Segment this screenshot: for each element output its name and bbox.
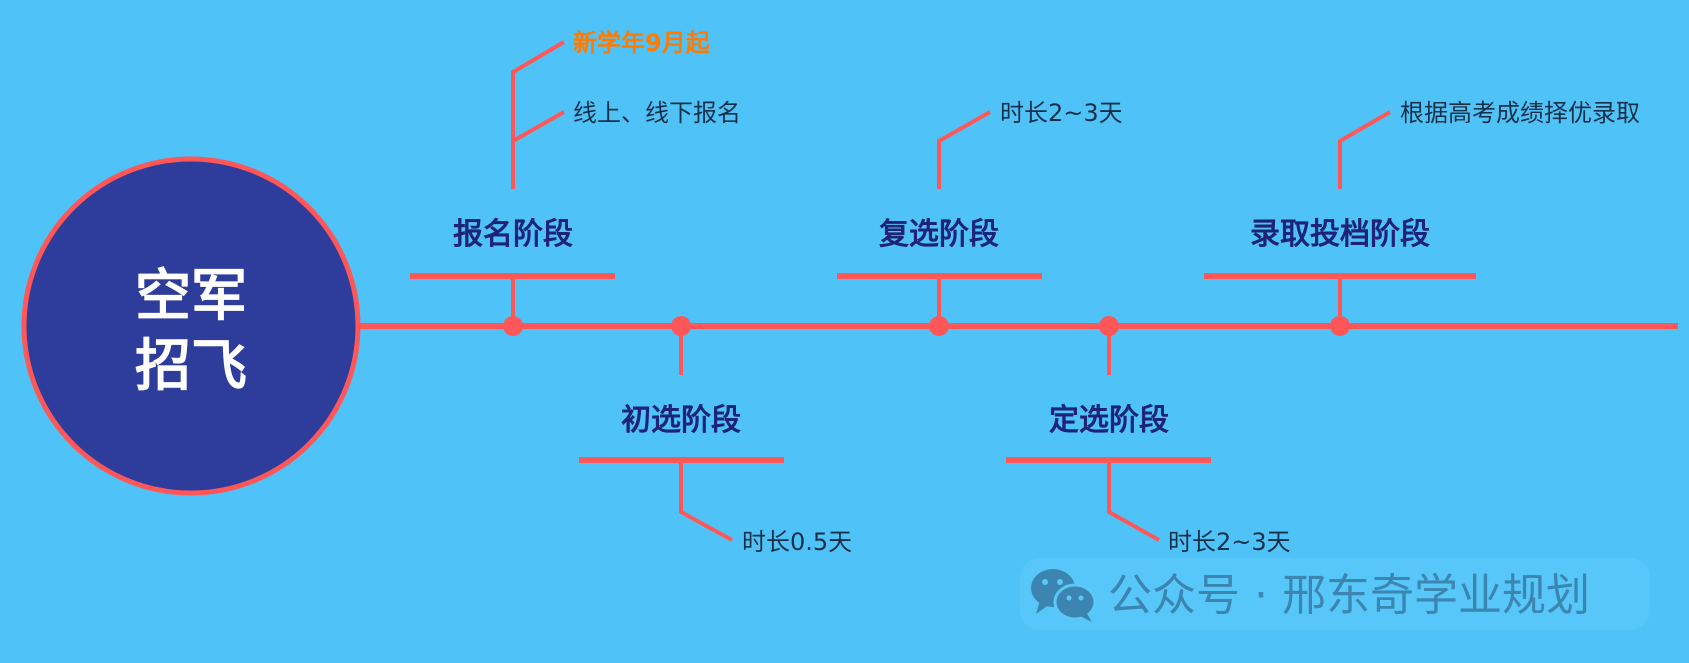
stage-title: 录取投档阶段 [1250, 217, 1430, 252]
stage-preliminary: 初选阶段 时长0.5天 [579, 316, 852, 556]
stage-note: 时长2~3天 [1000, 99, 1123, 127]
wechat-icon [1031, 569, 1097, 622]
hub-title-line1: 空军 [135, 264, 247, 329]
watermark: 公众号 · 邢东奇学业规划 [1020, 558, 1650, 630]
stage-note: 线上、线下报名 [573, 99, 741, 127]
stage-title: 报名阶段 [453, 217, 573, 252]
watermark-text: 公众号 · 邢东奇学业规划 [1108, 570, 1590, 621]
stage-note-highlight: 新学年9月起 [573, 29, 711, 57]
stage-title: 定选阶段 [1049, 403, 1169, 438]
stage-admission: 录取投档阶段 根据高考成绩择优录取 [1204, 99, 1640, 336]
stage-note: 时长2~3天 [1168, 528, 1291, 556]
hub-title-line2: 招飞 [135, 334, 247, 399]
hub-circle: 空军 招飞 [21, 156, 361, 496]
stage-secondary: 复选阶段 时长2~3天 [837, 99, 1123, 336]
stage-note: 时长0.5天 [742, 528, 852, 556]
stage-title: 初选阶段 [621, 403, 741, 438]
stage-final-selection: 定选阶段 时长2~3天 [1006, 316, 1291, 556]
stage-note: 根据高考成绩择优录取 [1400, 99, 1640, 127]
stage-title: 复选阶段 [879, 217, 999, 252]
stage-registration: 报名阶段 新学年9月起 线上、线下报名 [410, 29, 741, 336]
